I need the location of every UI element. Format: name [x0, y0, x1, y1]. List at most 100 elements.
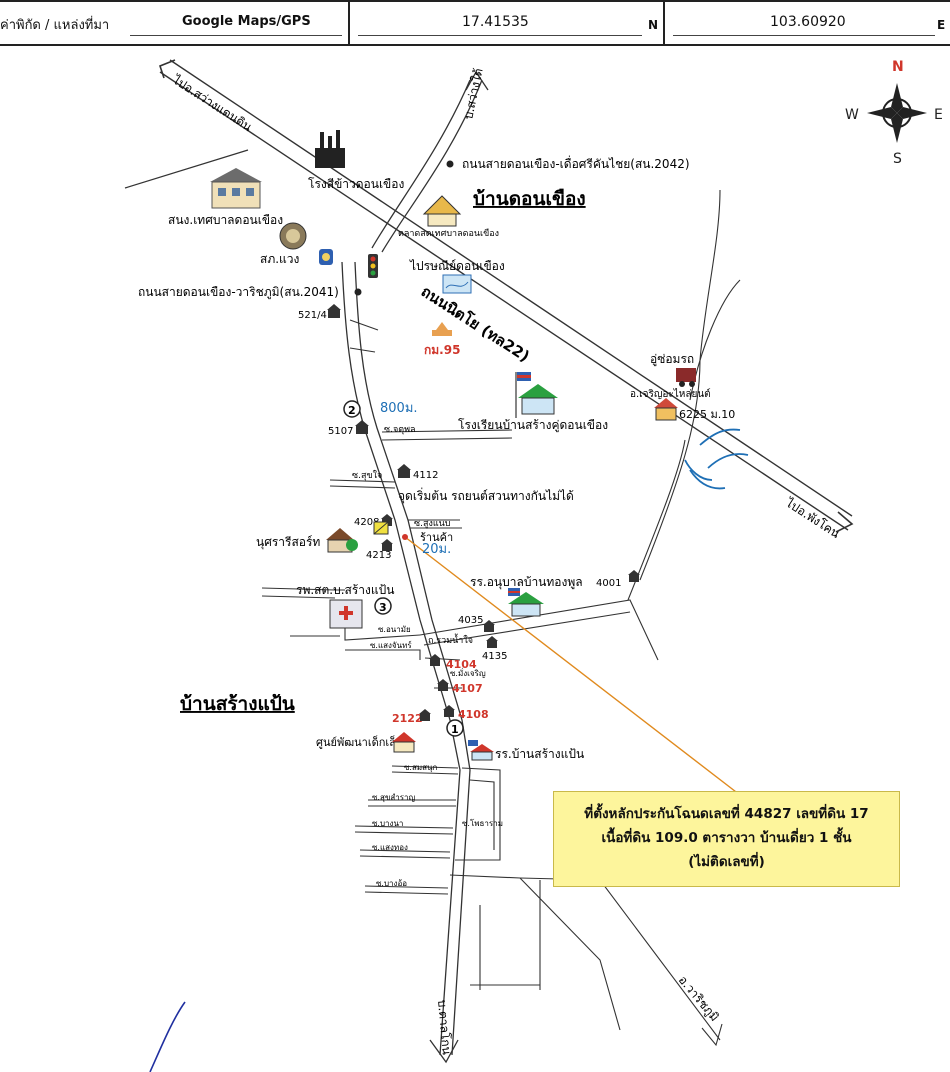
compass-icon — [867, 83, 927, 143]
badge-icon — [319, 249, 333, 265]
post-office-icon — [442, 274, 472, 294]
note-line-2: เนื้อที่ดิน 109.0 ตารางวา บ้านเดี่ยว 1 ช… — [601, 830, 852, 846]
house-5107: 5107 — [328, 426, 353, 437]
lane-somsanuk: ซ.สมสนุก — [404, 763, 437, 772]
lane-saengjan: ซ.แสงจันทร์ — [370, 640, 412, 650]
village-donkhueang: บ้านดอนเขือง — [473, 188, 586, 210]
label-child-center: ศูนย์พัฒนาเด็กเล็ก — [316, 735, 403, 749]
label-municipal-office: สนง.เทศบาลดอนเขือง — [168, 213, 283, 227]
lane-ruamnamjai: ถ.รวมน้ำใจ — [428, 633, 473, 646]
market-icon — [422, 195, 462, 227]
label-rice-mill: โรงสีข้าวดอนเขือง — [308, 177, 404, 191]
longitude-suffix: E — [937, 18, 946, 32]
house-4112: 4112 — [413, 470, 438, 481]
latitude-value: 17.41535 — [462, 14, 529, 30]
latitude-underline — [358, 35, 642, 36]
distance-20: 20ม. — [422, 542, 451, 557]
house-4035: 4035 — [458, 615, 483, 626]
coord-source: Google Maps/GPS — [182, 14, 311, 29]
road-west-branch — [124, 149, 249, 189]
police-seal-icon — [279, 222, 307, 250]
arrow-to-sawang-icon — [159, 59, 176, 79]
house-4107: 4107 — [452, 682, 483, 695]
road-2042-dot — [446, 160, 454, 168]
latitude-suffix: N — [648, 18, 659, 32]
location-map: N S E W ไปอ.สว่างแดนดิน ไปอ.พังโคน ถนนนิ… — [124, 59, 943, 1072]
compass-w: W — [845, 107, 859, 123]
label-resort: นุศรารีสอร์ท — [256, 535, 320, 550]
longitude-underline — [673, 35, 935, 36]
compass-e: E — [934, 107, 943, 123]
label-sawang-tai: บ.สว่างใต้ — [461, 67, 485, 121]
label-warichaphum: อ.วาริชภูมิ — [675, 973, 722, 1025]
resort-icon — [326, 528, 358, 553]
house-2122: 2122 — [392, 712, 423, 725]
lane-bangon: ซ.บางอ้อ — [376, 879, 407, 888]
house-4213: 4213 — [366, 550, 391, 561]
house-521: 521/4 — [298, 310, 327, 321]
label-parts-shop: อ.เจริญอะไหล่ยนต์ — [630, 388, 711, 400]
label-start-point: จุดเริ่มต้น รถยนต์สวนทางกันไม่ได้ — [398, 487, 574, 504]
shop-building-icon — [654, 398, 678, 421]
garage-icon — [676, 368, 696, 387]
house-4001: 4001 — [596, 578, 621, 589]
label-school-sangpaen: รร.บ้านสร้างแป้น — [495, 747, 584, 761]
house-4208: 4208 — [354, 517, 379, 528]
marker-2: 2 — [348, 404, 356, 417]
lane-sungnaep: ซ.สูงแนบ — [414, 519, 451, 529]
east-lanes — [419, 599, 723, 1047]
label-road-2042: ถนนสายดอนเขือง-เดื่อศรีคันไชย(สน.2042) — [462, 155, 690, 171]
factory-icon — [315, 130, 345, 168]
creek-lines — [684, 428, 749, 490]
school-icon — [515, 372, 558, 418]
label-kindergarten: รร.อนุบาลบ้านทองพูล — [470, 575, 583, 590]
marker-3: 3 — [379, 601, 387, 614]
longitude-cell: 103.60920 E — [665, 2, 950, 44]
road-main-south — [341, 261, 471, 1064]
lane-saengthong: ซ.แสงทอง — [372, 843, 408, 852]
target-house-icon — [373, 521, 389, 535]
label-police: สภ.แวง — [260, 252, 299, 266]
lane-sukjai: ซ.สุขใจ — [352, 470, 382, 481]
label-road-2041: ถนนสายดอนเขือง-วาริชภูมิ(สน.2041) — [138, 285, 339, 300]
child-center-icon — [392, 732, 416, 753]
label-tanlakon: บ.ตาลโกน — [435, 999, 454, 1055]
label-to-sawang: ไปอ.สว่างแดนดิน — [170, 72, 255, 134]
coordinate-header: ค่าพิกัด / แหล่งที่มา Google Maps/GPS 17… — [0, 0, 950, 46]
house-4104: 4104 — [446, 658, 477, 671]
lane-bangna: ซ.บางนา — [372, 819, 403, 828]
lane-jatphon: ซ.จตุพล — [384, 425, 416, 435]
label-post-office: ไปรษณีย์ดอนเขือง — [409, 259, 505, 273]
note-line-3: (ไม่ติดเลขที่) — [688, 854, 765, 870]
lane-phaet: ซ.โพธาราม — [462, 818, 503, 828]
note-line-1: ที่ตั้งหลักประกันโฉนดเลขที่ 44827 เลขที่… — [584, 806, 869, 822]
side-lanes — [261, 319, 513, 895]
marker-3-icon — [374, 597, 392, 615]
latitude-cell: 17.41535 N — [350, 2, 665, 44]
coord-source-underline — [130, 35, 342, 36]
road-to-sawang-tai — [371, 70, 489, 253]
label-market: ตลาดสดเทศบาลดอนเขือง — [398, 228, 499, 239]
village-sangpaen: บ้านสร้างแป้น — [180, 693, 295, 715]
km-marker-icon — [432, 322, 452, 336]
arrow-to-phangkhon-icon — [835, 511, 854, 533]
distance-800: 800ม. — [380, 401, 418, 416]
compass-s: S — [893, 151, 902, 167]
longitude-value: 103.60920 — [770, 14, 846, 30]
label-to-phangkhon: ไปอ.พังโคน — [783, 495, 843, 541]
compass-n: N — [892, 59, 904, 75]
lane-sukjaroen: ซ.สุขสำราญ — [372, 793, 415, 802]
label-hospital: รพ.สต.บ.สร้างแป้น — [296, 583, 394, 597]
road-2041-dot — [354, 288, 362, 296]
coord-label: ค่าพิกัด / แหล่งที่มา — [0, 18, 110, 33]
marker-1-icon — [446, 719, 464, 737]
label-km: กม.95 — [424, 343, 460, 357]
house-6225: 6225 ม.10 — [679, 408, 735, 421]
house-4108: 4108 — [458, 708, 489, 721]
lane-anamai: ซ.อนามัย — [378, 625, 411, 634]
municipal-building-icon — [210, 168, 262, 209]
label-shop: ร้านค้า — [420, 531, 453, 544]
marker-1: 1 — [451, 723, 459, 736]
hospital-icon — [329, 599, 363, 629]
marker-2-icon — [343, 400, 361, 418]
